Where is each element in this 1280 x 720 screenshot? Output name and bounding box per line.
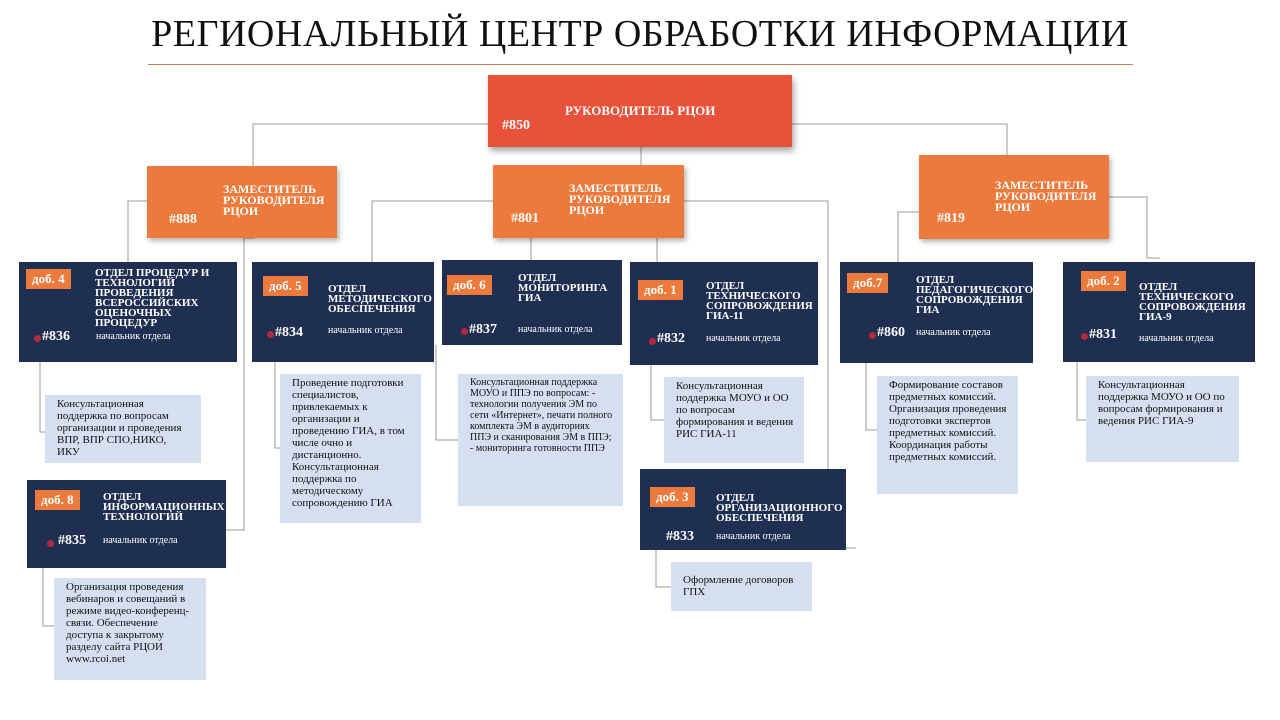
bullet-dot	[267, 331, 274, 338]
deputy-ext: #819	[937, 211, 965, 226]
department-box-methodical: доб. 5 ОТДЕЛ МЕТОДИЧЕСКОГО ОБЕСПЕЧЕНИЯ #…	[252, 262, 434, 362]
extension-badge: доб. 6	[447, 275, 492, 295]
bullet-dot	[649, 338, 656, 345]
department-box-pedagogical: доб.7 ОТДЕЛ ПЕДАГОГИЧЕСКОГО СОПРОВОЖДЕНИ…	[840, 262, 1033, 363]
chief-label: начальник отдела	[916, 327, 991, 338]
department-box-organizational: доб. 3 ОТДЕЛ ОРГАНИЗАЦИОННОГО ОБЕСПЕЧЕНИ…	[640, 469, 846, 550]
department-name: ОТДЕЛ ОРГАНИЗАЦИОННОГО ОБЕСПЕЧЕНИЯ	[716, 492, 843, 524]
chief-label: начальник отдела	[518, 324, 593, 335]
extension-badge: доб. 5	[263, 276, 308, 296]
department-name: ОТДЕЛ МОНИТОРИНГА ГИА	[518, 272, 608, 304]
department-ext: #831	[1089, 327, 1117, 342]
extension-badge: доб. 4	[26, 269, 71, 289]
chief-label: начальник отдела	[716, 531, 791, 542]
chief-label: начальник отдела	[103, 535, 178, 546]
description-monitoring: Консультационная поддержка МОУО и ППЭ по…	[458, 374, 623, 506]
description-gia11: Консультационная поддержка МОУО и ОО по …	[664, 377, 804, 463]
extension-badge: доб. 1	[638, 280, 683, 300]
bullet-dot	[869, 332, 876, 339]
title-divider	[148, 64, 1133, 65]
department-ext: #860	[877, 325, 905, 340]
description-gia9: Консультационная поддержка МОУО и ОО по …	[1086, 376, 1239, 462]
department-name: ОТДЕЛ ИНФОРМАЦИОННЫХ ТЕХНОЛОГИЙ	[103, 491, 225, 523]
head-box: РУКОВОДИТЕЛЬ РЦОИ #850	[488, 75, 792, 147]
deputy-ext: #888	[169, 212, 197, 227]
department-ext: #834	[275, 325, 303, 340]
department-box-monitoring: доб. 6 ОТДЕЛ МОНИТОРИНГА ГИА #837 началь…	[442, 260, 622, 345]
chief-label: начальник отдела	[706, 333, 781, 344]
description-vpr: Консультационная поддержка по вопросам о…	[45, 395, 201, 463]
description-pedagogical: Формирование составов предметных комисси…	[877, 376, 1018, 494]
chief-label: начальник отдела	[1139, 333, 1214, 344]
department-name: ОТДЕЛ ПРОЦЕДУР И ТЕХНОЛОГИЙ ПРОВЕДЕНИЯ В…	[95, 267, 210, 329]
bullet-dot	[1081, 333, 1088, 340]
department-ext: #837	[469, 322, 497, 337]
department-name: ОТДЕЛ ТЕХНИЧЕСКОГО СОПРОВОЖДЕНИЯ ГИА-11	[706, 280, 813, 322]
department-box-gia11: доб. 1 ОТДЕЛ ТЕХНИЧЕСКОГО СОПРОВОЖДЕНИЯ …	[630, 262, 818, 365]
bullet-dot	[34, 335, 41, 342]
page-title: РЕГИОНАЛЬНЫЙ ЦЕНТР ОБРАБОТКИ ИНФОРМАЦИИ	[151, 13, 1129, 55]
deputy-box-1: ЗАМЕСТИТЕЛЬ РУКОВОДИТЕЛЯ РЦОИ #888	[147, 166, 337, 238]
deputy-label: ЗАМЕСТИТЕЛЬ РУКОВОДИТЕЛЯ РЦОИ	[569, 181, 671, 217]
deputy-ext: #801	[511, 211, 539, 226]
department-box-it: доб. 8 ОТДЕЛ ИНФОРМАЦИОННЫХ ТЕХНОЛОГИЙ #…	[27, 480, 226, 568]
department-ext: #833	[666, 529, 694, 544]
description-methodical: Проведение подготовки специалистов, прив…	[280, 374, 421, 523]
extension-badge: доб. 2	[1081, 271, 1126, 291]
deputy-box-2: ЗАМЕСТИТЕЛЬ РУКОВОДИТЕЛЯ РЦОИ #801	[493, 165, 684, 238]
extension-badge: доб. 8	[35, 490, 80, 510]
chief-label: начальник отдела	[328, 325, 403, 336]
department-ext: #836	[42, 329, 70, 344]
deputy-label: ЗАМЕСТИТЕЛЬ РУКОВОДИТЕЛЯ РЦОИ	[223, 182, 325, 218]
deputy-label: ЗАМЕСТИТЕЛЬ РУКОВОДИТЕЛЯ РЦОИ	[995, 178, 1097, 214]
department-name: ОТДЕЛ ТЕХНИЧЕСКОГО СОПРОВОЖДЕНИЯ ГИА-9	[1139, 281, 1246, 323]
extension-badge: доб. 3	[650, 487, 695, 507]
department-ext: #832	[657, 331, 685, 346]
deputy-box-3: ЗАМЕСТИТЕЛЬ РУКОВОДИТЕЛЯ РЦОИ #819	[919, 155, 1109, 239]
department-ext: #835	[58, 533, 86, 548]
department-box-vpr: доб. 4 ОТДЕЛ ПРОЦЕДУР И ТЕХНОЛОГИЙ ПРОВЕ…	[19, 262, 237, 362]
head-ext: #850	[502, 118, 530, 133]
department-name: ОТДЕЛ МЕТОДИЧЕСКОГО ОБЕСПЕЧЕНИЯ	[328, 283, 432, 315]
description-it: Организация проведения вебинаров и совещ…	[54, 578, 206, 680]
department-box-gia9: доб. 2 ОТДЕЛ ТЕХНИЧЕСКОГО СОПРОВОЖДЕНИЯ …	[1063, 262, 1255, 362]
bullet-dot	[461, 328, 468, 335]
head-label: РУКОВОДИТЕЛЬ РЦОИ	[565, 103, 716, 118]
chief-label: начальник отдела	[96, 331, 171, 342]
description-organizational: Оформление договоров ГПХ	[671, 562, 812, 611]
bullet-dot	[47, 540, 54, 547]
extension-badge: доб.7	[847, 273, 889, 293]
department-name: ОТДЕЛ ПЕДАГОГИЧЕСКОГО СОПРОВОЖДЕНИЯ ГИА	[916, 274, 1034, 316]
